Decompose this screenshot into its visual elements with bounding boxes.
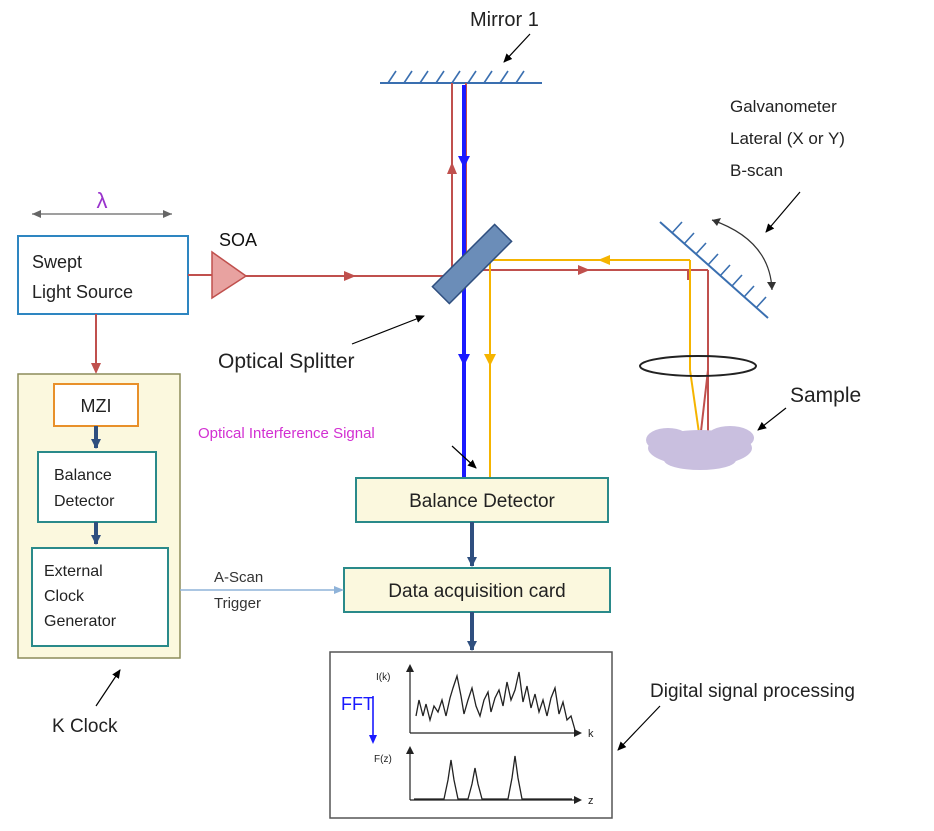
lambda-label: λ [97, 188, 108, 213]
clock-generator-label-line1: External [44, 563, 103, 580]
detector-input-arrow [484, 354, 496, 366]
interferogram-y-label: I(k) [376, 672, 390, 683]
mirror-1 [380, 70, 542, 84]
interferogram-plot [406, 664, 582, 737]
soa-amplifier [211, 250, 248, 300]
kclock-balance-label-line2: Detector [54, 493, 115, 510]
daq-card-label: Data acquisition card [388, 581, 565, 602]
sample-label: Sample [790, 384, 861, 407]
depth-profile-x-label: z [588, 795, 594, 807]
return-beam-arrow [447, 162, 457, 174]
dsp-label: Digital signal processing [650, 681, 855, 702]
splitter-label: Optical Splitter [218, 350, 355, 373]
depth-profile-plot [406, 746, 582, 804]
daq-card-box [343, 567, 611, 613]
galvanometer-mirror [659, 218, 776, 319]
mzi-box [53, 383, 139, 427]
balance-detector-label: Balance Detector [409, 491, 555, 512]
clock-generator-label-line2: Clock [44, 588, 85, 605]
kclock-balance-detector-box [37, 451, 157, 523]
interference-pointer [451, 445, 477, 469]
fft-arrow-head [369, 735, 377, 744]
sample-return-arrow [598, 255, 610, 265]
optical-splitter [431, 223, 513, 305]
depth-profile-y-label: F(z) [374, 754, 392, 765]
sample-return-beam [489, 259, 701, 478]
fft-label: FFT [341, 694, 374, 714]
balance-detector-box [355, 477, 609, 523]
kclock-pointer [95, 669, 121, 707]
galvanometer-label-line1: Galvanometer [730, 97, 837, 116]
a-scan-trigger-label-line1: A-Scan [214, 569, 263, 586]
swept-source-label-line2: Light Source [32, 282, 133, 302]
mzi-label: MZI [81, 396, 112, 416]
swept-light-source-box [17, 235, 189, 315]
dsp-pointer [617, 705, 661, 751]
objective-lens [639, 355, 757, 377]
focus-beam [699, 369, 709, 441]
interference-signal-label: Optical Interference Signal [198, 425, 375, 442]
wavelength-sweep-arrow [32, 210, 172, 218]
a-scan-trigger-label-line2: Trigger [214, 595, 261, 612]
galvanometer-pointer [765, 191, 801, 233]
mirror-label: Mirror 1 [470, 9, 539, 31]
a-scan-trigger-arrowhead [334, 586, 344, 594]
splitter-pointer [351, 315, 425, 345]
source-to-kclock-arrow [91, 363, 101, 374]
swept-source-label-line1: Swept [32, 252, 82, 272]
soa-label: SOA [219, 230, 257, 250]
galvanometer-label-line2: Lateral (X or Y) [730, 129, 845, 148]
sample-tissue [646, 426, 754, 470]
clock-generator-label-line3: Generator [44, 613, 117, 630]
mirror-pointer [503, 33, 531, 63]
kclock-balance-label-line1: Balance [54, 467, 112, 484]
sample-pointer [757, 407, 787, 431]
interferogram-x-label: k [588, 728, 594, 740]
external-clock-generator-box [31, 547, 169, 647]
galvanometer-label-line3: B-scan [730, 161, 783, 180]
kclock-label: K Clock [52, 716, 118, 737]
sample-beam-arrow [578, 265, 590, 275]
source-beam-arrow [344, 271, 356, 281]
